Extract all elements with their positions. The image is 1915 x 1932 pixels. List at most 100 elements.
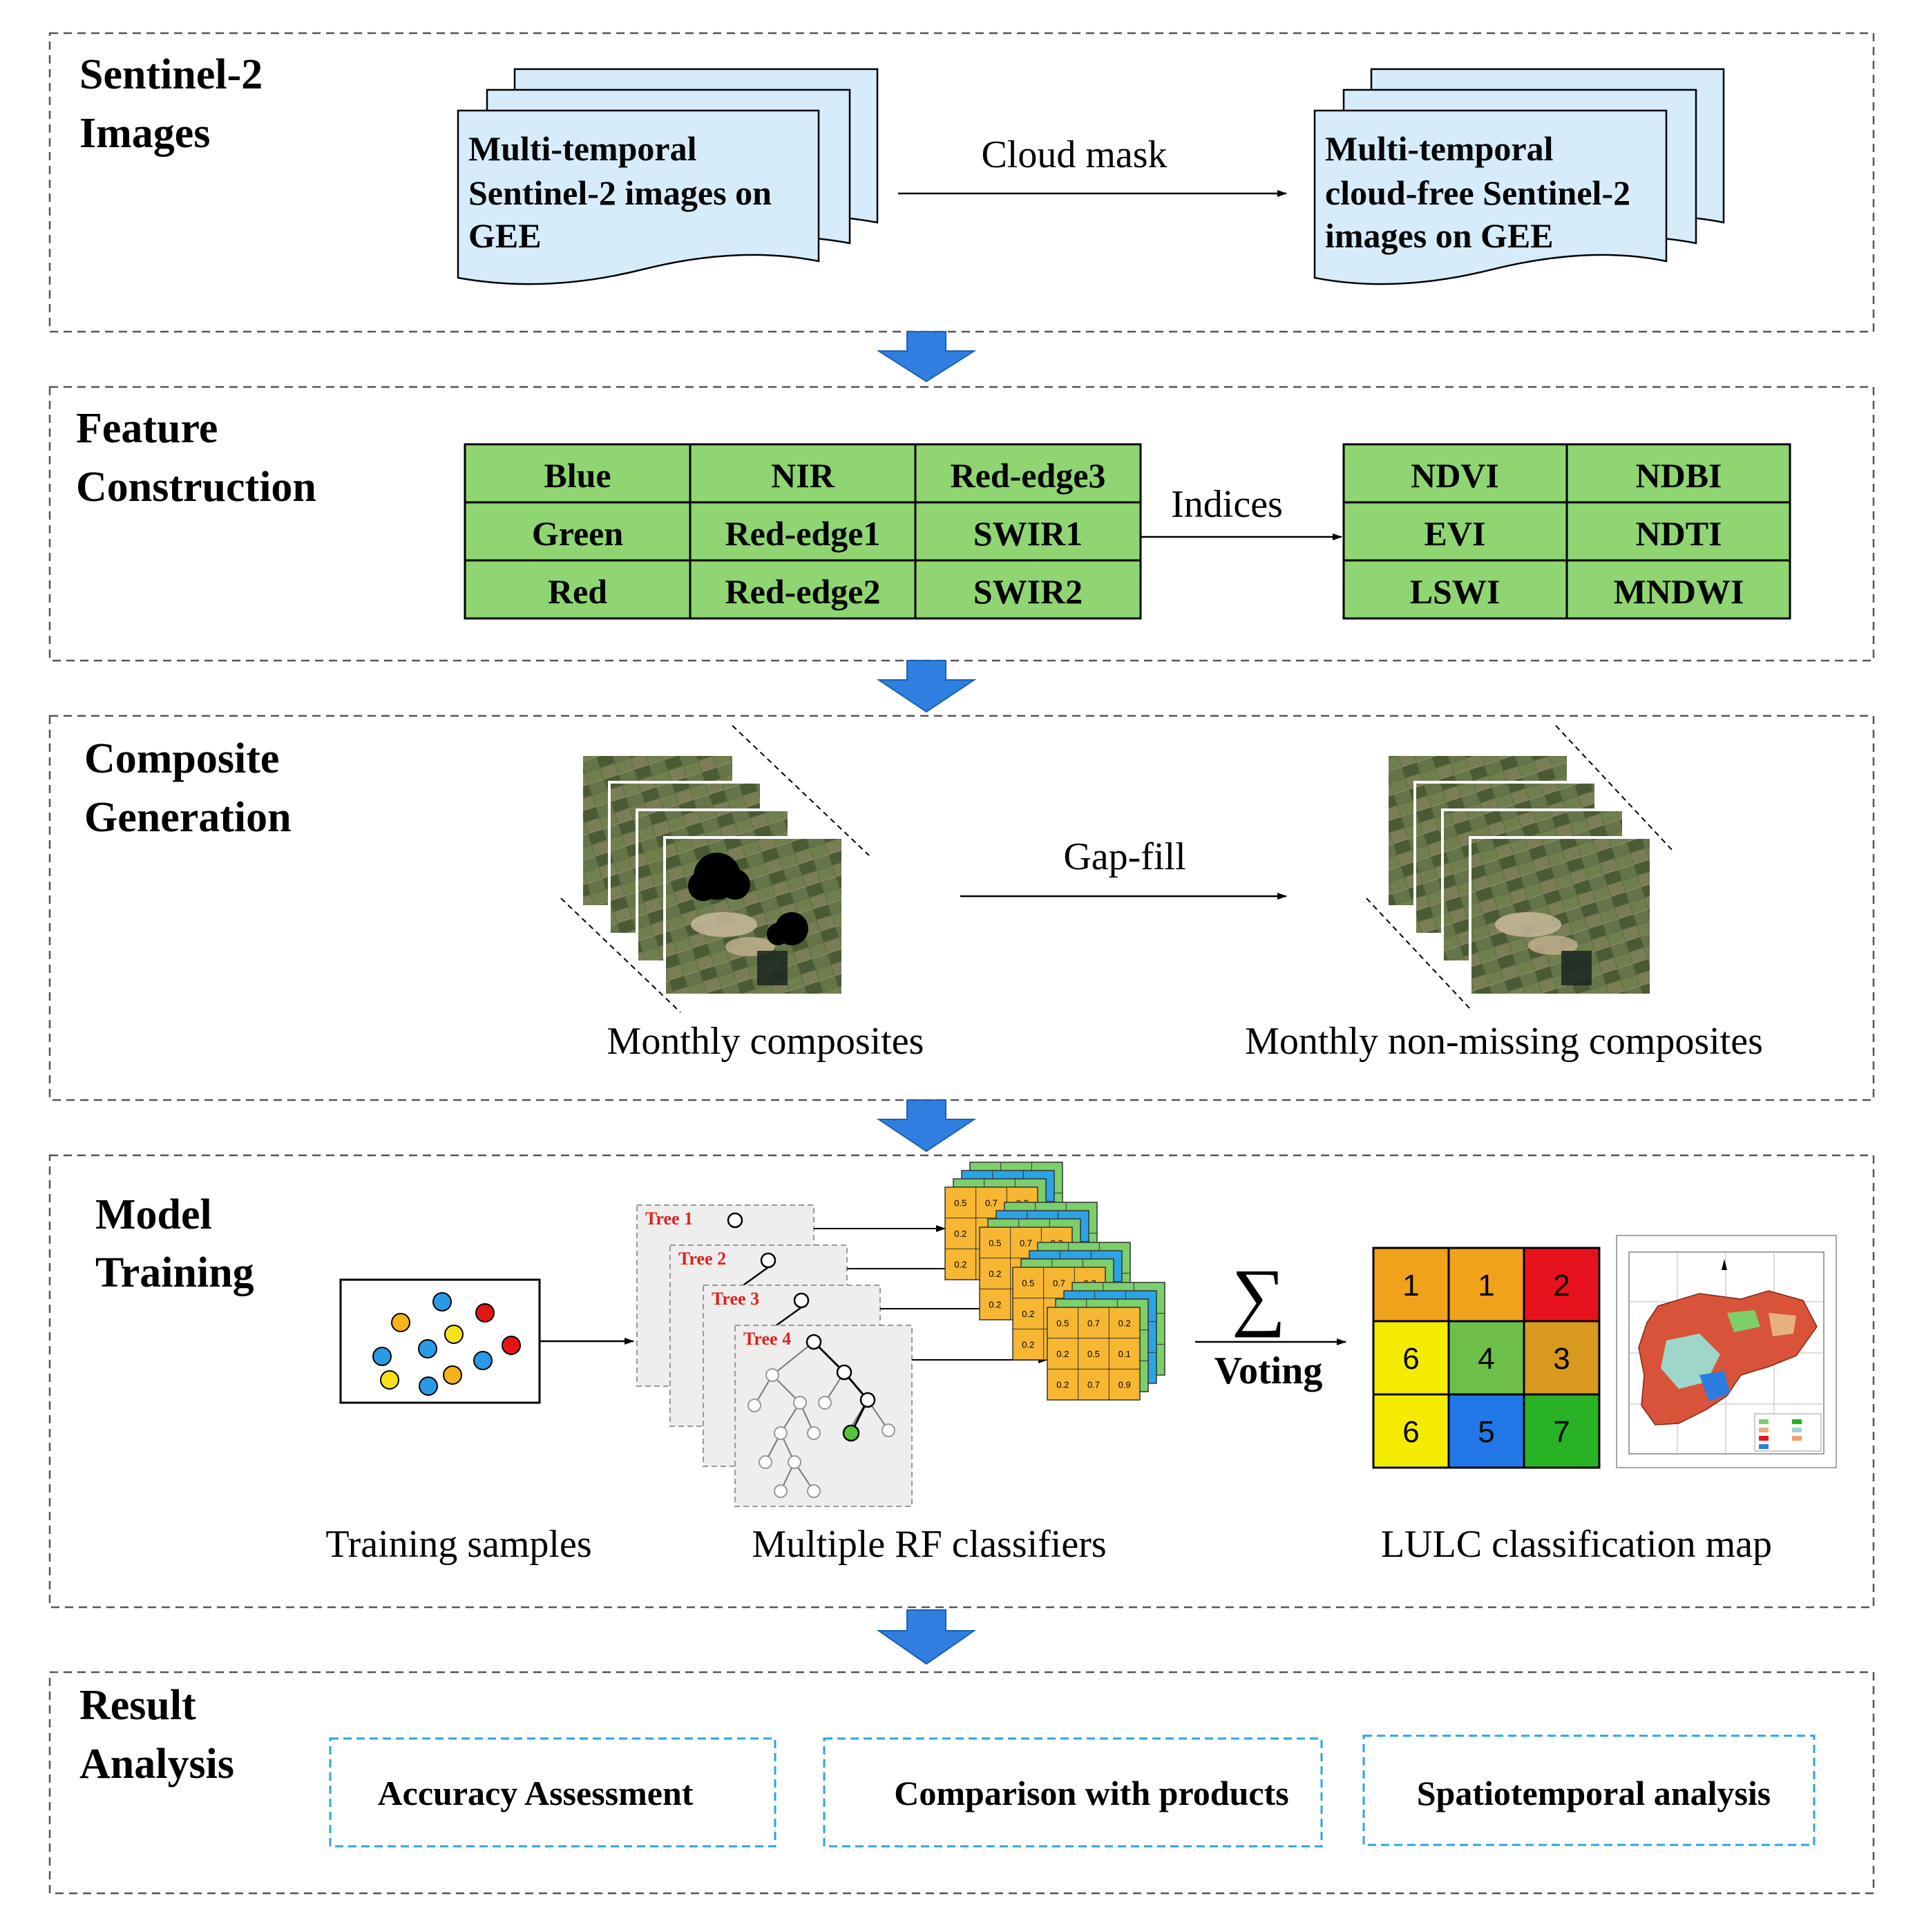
tree-label-1: Tree 1: [645, 1209, 693, 1229]
sentinel-title-line2: Images: [79, 110, 210, 157]
caption-lulc-map: LULC classification map: [1381, 1523, 1772, 1566]
class-cell-label: 3: [1553, 1342, 1570, 1376]
feature-title-line1: Feature: [76, 405, 218, 452]
doc-left-line3: GEE: [468, 216, 542, 255]
section-sentinel-frame: [48, 32, 1875, 333]
grid-cell-value: 0.9: [1118, 1380, 1131, 1390]
accuracy-assessment-box: [329, 1737, 777, 1848]
tree-label-2: Tree 2: [678, 1249, 726, 1269]
flow-arrow-2: [876, 660, 977, 713]
grid-cell-value: 0.5: [1056, 1318, 1069, 1328]
doc-stack-right: [1313, 68, 1725, 285]
training-samples-box: [339, 1278, 541, 1404]
flow-arrow-3: [876, 1099, 977, 1153]
caption-monthly-non-missing: Monthly non-missing composites: [1245, 1020, 1763, 1063]
class-cell-label: 1: [1478, 1269, 1494, 1303]
class-cell: [1372, 1247, 1450, 1323]
result-title-line1: Result: [79, 1682, 196, 1729]
class-cell-label: 5: [1478, 1415, 1494, 1449]
grid-cell-value: 0.2: [989, 1300, 1001, 1310]
model-title-line2: Training: [95, 1249, 254, 1296]
sum-symbol: ∑: [1232, 1253, 1286, 1338]
lulc-map-thumbnail: [1616, 1235, 1837, 1468]
indices-label: Indices: [1171, 483, 1283, 526]
class-cell-label: 6: [1402, 1342, 1419, 1376]
band-nir: NIR: [771, 456, 835, 495]
feature-title-line2: Construction: [76, 464, 316, 511]
grid-cell-value: 0.2: [1118, 1318, 1131, 1328]
class-cell-label: 4: [1478, 1342, 1494, 1376]
cloud-mask-label: Cloud mask: [981, 133, 1167, 176]
grid-cell-value: 0.5: [954, 1197, 966, 1208]
grid-cell-value: 0.2: [1056, 1380, 1069, 1390]
index-evi: EVI: [1425, 514, 1486, 553]
grid-cell-value: 0.7: [1020, 1238, 1032, 1248]
voting-label: Voting: [1214, 1349, 1323, 1392]
section-model-frame: [48, 1154, 1875, 1609]
accuracy-assessment-label: Accuracy Assessment: [378, 1774, 694, 1812]
grid-cell-value: 0.2: [1056, 1349, 1069, 1359]
caption-training-samples: Training samples: [325, 1523, 591, 1566]
grid-cell-value: 0.7: [1087, 1318, 1100, 1328]
class-cell: [1447, 1320, 1525, 1396]
class-cell-label: 1: [1402, 1269, 1419, 1303]
composite-stack-left: [560, 725, 870, 1013]
flow-arrow-1: [876, 331, 977, 383]
class-cell: [1447, 1393, 1525, 1469]
band-blue: Blue: [544, 456, 611, 495]
doc-left-line2: Sentinel-2 images on: [468, 173, 772, 212]
gap-fill-label: Gap-fill: [1063, 835, 1185, 878]
class-cell: [1523, 1393, 1601, 1469]
section-composite-frame: [48, 714, 1875, 1101]
class-cell: [1372, 1320, 1450, 1396]
grid-layer: 0.5 0.7 0.2 0.2 0.5 0.1 0.2 0.7 0.9: [1047, 1307, 1141, 1401]
grid-cell-value: 0.7: [1087, 1380, 1100, 1390]
tree-card-4: [734, 1325, 913, 1507]
class-cell-label: 7: [1553, 1415, 1570, 1449]
composite-title-line2: Generation: [84, 794, 292, 841]
spatiotemporal-analysis-label: Spatiotemporal analysis: [1417, 1774, 1771, 1812]
bands-table: [464, 443, 1142, 620]
band-red-edge2: Red-edge2: [725, 572, 881, 611]
grid-cell-value: 0.5: [1022, 1278, 1034, 1288]
doc-right-line3: images on GEE: [1325, 216, 1554, 255]
spatiotemporal-analysis-box: [1362, 1734, 1816, 1846]
flow-arrow-4: [876, 1609, 977, 1665]
composite-stack-right: [1366, 725, 1675, 1010]
grid-cell-value: 0.2: [1022, 1309, 1034, 1319]
grid-cell-value: 0.2: [1022, 1340, 1034, 1350]
probability-grid-stacks: 0.50.70.20.20.50.10.20.70.90.50.70.20.20…: [944, 1162, 1165, 1401]
grid-cell-value: 0.7: [985, 1197, 998, 1208]
composite-title-line1: Composite: [84, 735, 279, 782]
index-lswi: LSWI: [1410, 572, 1500, 611]
grid-cell-value: 0.2: [954, 1260, 966, 1270]
band-swir2: SWIR2: [973, 572, 1083, 611]
index-ndti: NDTI: [1635, 514, 1722, 553]
section-result-frame: [48, 1671, 1875, 1895]
grid-cell-value: 0.5: [1087, 1349, 1100, 1359]
doc-stack-left: [457, 68, 879, 285]
caption-rf-classifiers: Multiple RF classifiers: [752, 1523, 1106, 1566]
doc-right-line2: cloud-free Sentinel-2: [1325, 173, 1630, 212]
comparison-products-label: Comparison with products: [894, 1774, 1288, 1812]
comparison-products-box: [823, 1737, 1323, 1848]
band-red: Red: [548, 572, 607, 611]
band-green: Green: [532, 514, 624, 553]
section-feature-frame: [48, 386, 1875, 662]
doc-right-line1: Multi-temporal: [1325, 129, 1554, 168]
band-red-edge3: Red-edge3: [951, 456, 1106, 495]
band-swir1: SWIR1: [973, 514, 1083, 553]
grid-cell-value: 0.2: [954, 1229, 966, 1239]
result-title-line2: Analysis: [79, 1741, 234, 1788]
grid-cell-value: 0.2: [989, 1269, 1001, 1279]
index-ndbi: NDBI: [1635, 456, 1722, 495]
tree-label-4: Tree 4: [743, 1329, 791, 1349]
caption-monthly-composites: Monthly composites: [607, 1020, 924, 1063]
class-cell-label: 2: [1553, 1269, 1570, 1303]
indices-table: [1342, 443, 1791, 620]
class-cell: [1372, 1393, 1450, 1469]
sentinel-title-line1: Sentinel-2: [79, 51, 263, 98]
grid-cell-value: 0.1: [1118, 1349, 1131, 1359]
tree-label-3: Tree 3: [712, 1289, 759, 1309]
